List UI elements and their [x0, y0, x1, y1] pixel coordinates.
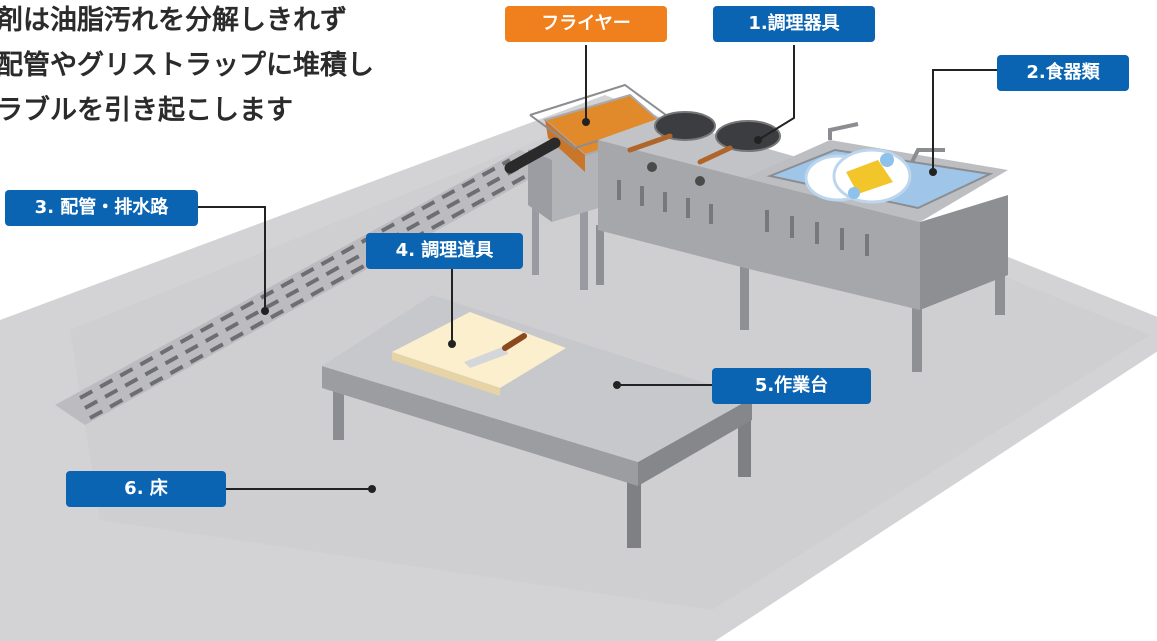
label-fryer: フライヤー — [505, 6, 667, 42]
label-tableware: 2.食器類 — [997, 55, 1129, 91]
cooking-range — [596, 111, 800, 330]
sink — [745, 122, 1008, 372]
leader-dots — [261, 118, 937, 493]
drain-channel — [55, 150, 555, 425]
label-worktable: 5.作業台 — [712, 368, 871, 404]
cutting-board-knife — [392, 312, 566, 396]
intro-text: 剤は油脂汚れを分解しきれず 配管やグリストラップに堆積し ラブルを引き起こします — [0, 5, 374, 126]
leader-lines — [198, 45, 997, 490]
fryer — [504, 83, 673, 290]
label-floor: 6. 床 — [66, 471, 226, 507]
label-cooking-equipment: 1.調理器具 — [713, 6, 875, 42]
label-pipes-drains: 3. 配管・排水路 — [5, 190, 198, 226]
label-cooking-tools: 4. 調理道具 — [366, 233, 523, 269]
